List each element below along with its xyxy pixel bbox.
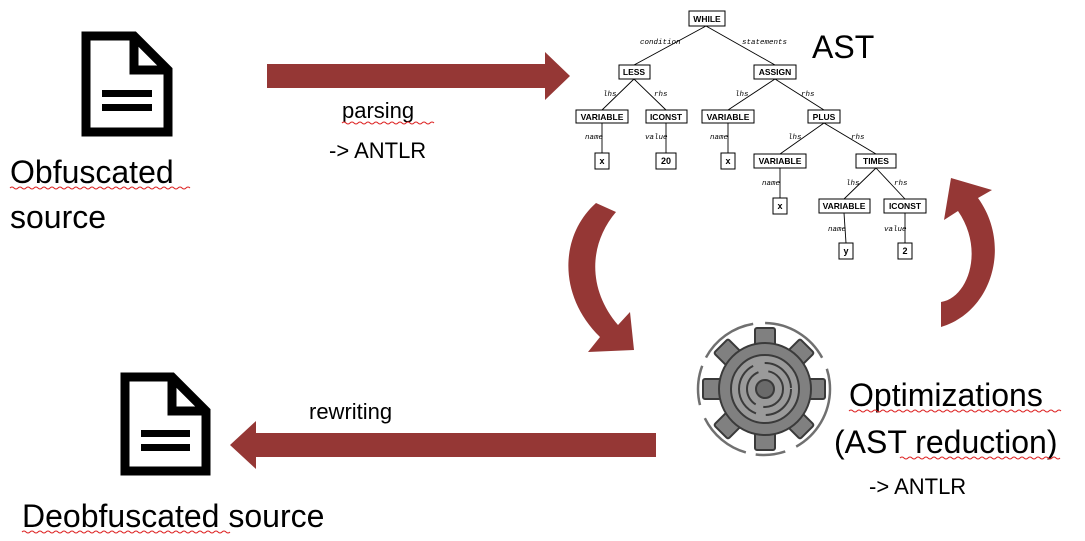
ast-node-times: TIMES	[855, 153, 897, 169]
ast-node-assign: ASSIGN	[753, 64, 797, 80]
ast-leaf-x: x	[772, 197, 788, 215]
edge-label-name: name	[828, 226, 847, 234]
spellcheck-squiggle	[9, 186, 191, 190]
ast-node-label: LESS	[623, 67, 646, 77]
ast-leaf-label: x	[599, 156, 604, 166]
ast-node-label: WHILE	[693, 14, 721, 24]
ast-node-variable: VARIABLE	[575, 109, 629, 124]
deobfuscated-label: Deobfuscated source	[22, 498, 324, 534]
edge-label-rhs: rhs	[801, 91, 815, 99]
edge-label-rhs: rhs	[654, 91, 668, 99]
edge-label-value: value	[645, 134, 668, 142]
edge-label-name: name	[710, 134, 729, 142]
parsing-arrow	[267, 52, 570, 100]
obfuscated-label-line2: source	[10, 199, 106, 235]
curved-arrow-to-ast	[941, 178, 995, 327]
edge-label-lhs: lhs	[788, 134, 802, 142]
rewriting-arrow	[230, 421, 656, 469]
deobfuscated-document-icon	[120, 372, 211, 476]
spellcheck-squiggle	[848, 409, 1062, 413]
ast-title: AST	[812, 29, 874, 65]
edge-label-statements: statements	[742, 39, 787, 47]
ast-node-label: ASSIGN	[759, 67, 792, 77]
ast-leaf-y: y	[838, 242, 854, 260]
edge-label-lhs: lhs	[603, 91, 617, 99]
ast-node-label: ICONST	[889, 201, 922, 211]
optimizations-subtitle: (AST reduction)	[834, 424, 1058, 460]
obfuscated-label-line1: Obfuscated	[10, 154, 174, 190]
spellcheck-squiggle	[341, 121, 435, 125]
edge-label-lhs: lhs	[735, 91, 749, 99]
ast-leaf-label: y	[843, 246, 848, 256]
optimizations-label: Optimizations	[849, 377, 1043, 413]
spellcheck-squiggle	[21, 530, 231, 534]
ast-tree: condition statements lhs rhs lhs rhs nam…	[575, 10, 927, 260]
ast-leaf-x: x	[594, 152, 610, 170]
ast-node-label: VARIABLE	[581, 112, 624, 122]
ast-node-label: VARIABLE	[707, 112, 750, 122]
edge-label-condition: condition	[640, 39, 681, 47]
edge-label-rhs: rhs	[851, 134, 865, 142]
edge-label-rhs: rhs	[894, 180, 908, 188]
edge-label-lhs: lhs	[846, 180, 860, 188]
spellcheck-squiggle	[899, 456, 1061, 460]
gear-icon	[696, 321, 832, 457]
ast-node-label: VARIABLE	[823, 201, 866, 211]
ast-node-label: VARIABLE	[759, 156, 802, 166]
ast-leaf-label: 20	[661, 156, 671, 166]
ast-leaf-label: 2	[902, 246, 907, 256]
edge-label-name: name	[585, 134, 604, 142]
ast-node-iconst: ICONST	[645, 109, 688, 124]
ast-node-less: LESS	[618, 64, 651, 80]
ast-node-iconst: ICONST	[883, 198, 927, 214]
ast-node-variable: VARIABLE	[753, 153, 807, 169]
optimizations-tool-label: -> ANTLR	[869, 474, 966, 499]
ast-node-label: PLUS	[813, 112, 836, 122]
edge-label-name: name	[762, 180, 781, 188]
edge-label-value: value	[884, 226, 907, 234]
parsing-tool-label: -> ANTLR	[329, 138, 426, 163]
curved-arrow-to-optimizations	[568, 203, 634, 352]
parsing-label: parsing	[342, 98, 414, 123]
ast-node-while: WHILE	[688, 10, 726, 27]
ast-node-label: ICONST	[650, 112, 683, 122]
obfuscated-document-icon	[81, 31, 173, 137]
ast-node-variable: VARIABLE	[818, 198, 871, 214]
ast-node-variable: VARIABLE	[701, 109, 755, 124]
ast-leaf-label: x	[777, 201, 782, 211]
ast-node-label: TIMES	[863, 156, 889, 166]
ast-leaf-2: 2	[897, 242, 913, 260]
ast-node-plus: PLUS	[807, 109, 841, 124]
rewriting-label: rewriting	[309, 399, 392, 424]
ast-leaf-x: x	[720, 152, 736, 170]
ast-leaf-label: x	[725, 156, 730, 166]
ast-leaf-20: 20	[655, 152, 677, 170]
